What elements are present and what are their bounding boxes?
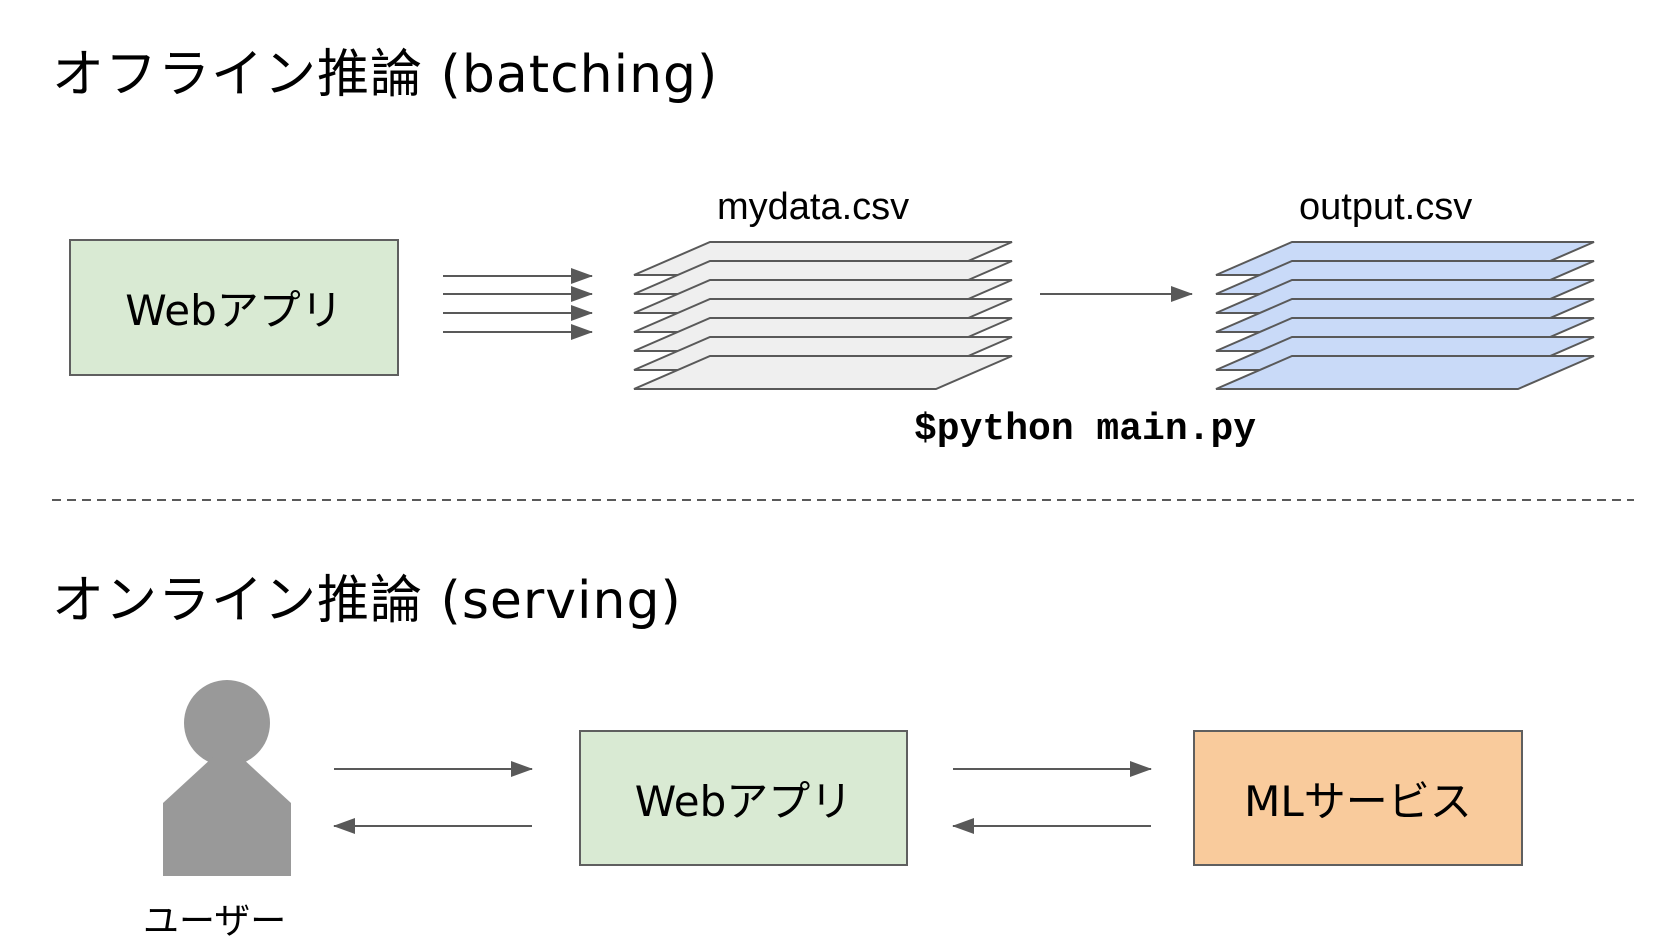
output-file-label: output.csv (1299, 186, 1473, 228)
user-icon (163, 680, 291, 876)
ml-service-box: MLサービス (1193, 730, 1523, 866)
user-label: ユーザー (143, 901, 287, 942)
online-web-app-label: Webアプリ (634, 776, 853, 826)
input-document-stack-icon (633, 241, 1013, 390)
python-command: $python main.py (914, 408, 1257, 451)
sheet (1215, 355, 1595, 390)
input-file-label: mydata.csv (717, 186, 910, 228)
user-webapp-arrows (333, 761, 533, 834)
offline-web-app-label: Webアプリ (125, 286, 343, 335)
offline-section-title: オフライン推論 (batching) (52, 45, 719, 105)
offline-web-app-box: Webアプリ (69, 239, 399, 376)
online-web-app-box: Webアプリ (579, 730, 908, 866)
webapp-ml-arrows (952, 761, 1152, 834)
batch-input-arrows (443, 268, 593, 340)
online-section-title: オンライン推論 (serving) (52, 571, 682, 631)
output-document-stack-icon (1215, 241, 1595, 390)
ml-service-label: MLサービス (1244, 776, 1472, 826)
sheet (633, 355, 1013, 390)
